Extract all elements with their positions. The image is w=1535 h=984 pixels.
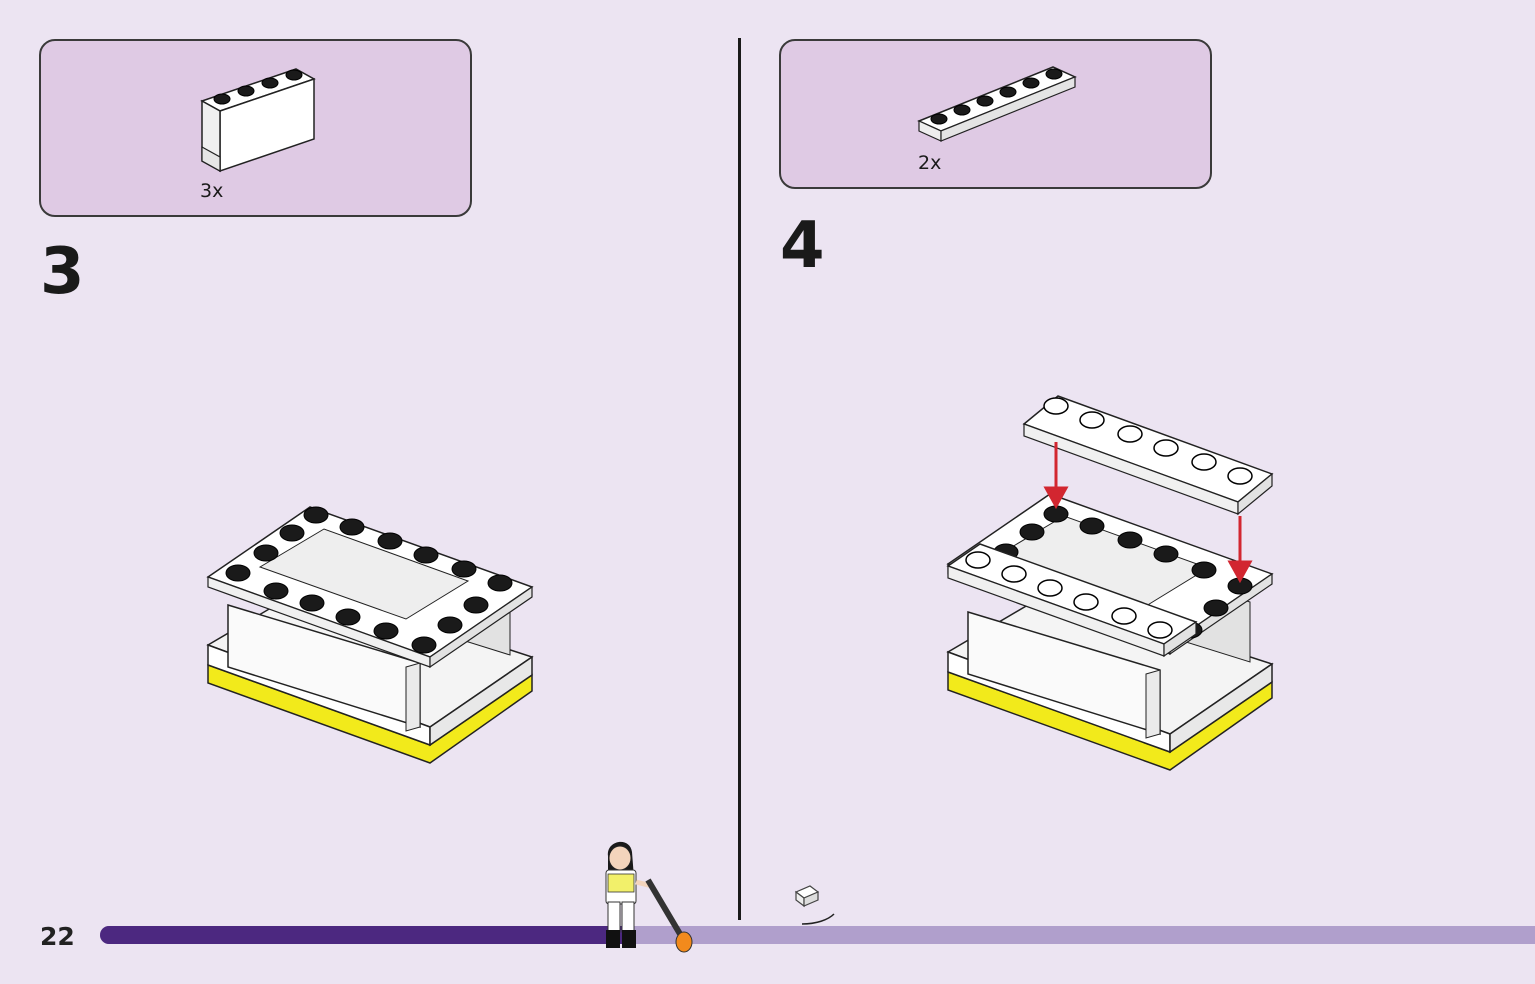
step3-model-illustration	[206, 506, 534, 764]
step-divider	[738, 38, 741, 920]
page-number: 22	[40, 922, 75, 951]
progress-fill	[100, 926, 631, 944]
step-number: 3	[40, 235, 85, 309]
plate-brick-icon	[917, 66, 1077, 142]
part-count: 2x	[918, 152, 942, 174]
small-brick-icon	[794, 885, 835, 925]
step4-model-illustration	[946, 395, 1274, 771]
step-number: 4	[780, 209, 825, 283]
part-count: 3x	[200, 180, 224, 202]
panel-brick-icon	[200, 68, 316, 173]
step4-parts-box: 2x	[779, 39, 1212, 189]
minifigure-vacuum-icon	[605, 841, 693, 953]
step3-parts-box: 3x	[39, 39, 472, 217]
